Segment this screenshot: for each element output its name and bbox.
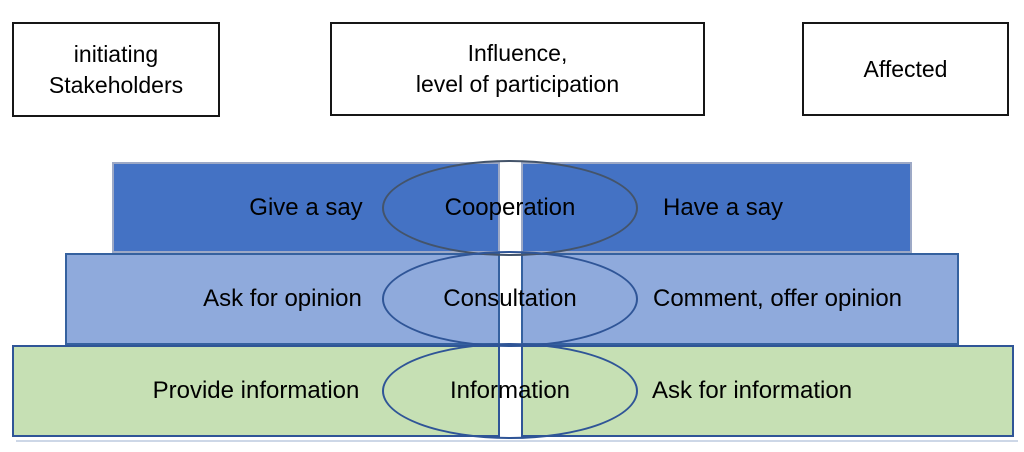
bottom-shadow-line	[16, 440, 1018, 442]
header-box-affected: Affected	[802, 22, 1009, 116]
header-box-initiating-stakeholders: initiating Stakeholders	[12, 22, 220, 117]
consultation-left-label: Ask for opinion	[203, 285, 362, 312]
cooperation-left-label: Give a say	[249, 193, 363, 221]
information-left-label: Provide information	[152, 377, 360, 404]
header-box-influence-level-of-participation: Influence, level of participation	[330, 22, 705, 116]
consultation-center-label: Consultation	[443, 285, 577, 312]
information-right-label: Ask for information	[652, 377, 853, 404]
information-center-label: Information	[449, 377, 571, 404]
cooperation-right-label: Have a say	[663, 193, 784, 221]
cooperation-center-label: Cooperation	[444, 193, 576, 221]
consultation-right-label: Comment, offer opinion	[653, 285, 903, 312]
information-ellipse	[382, 343, 638, 439]
